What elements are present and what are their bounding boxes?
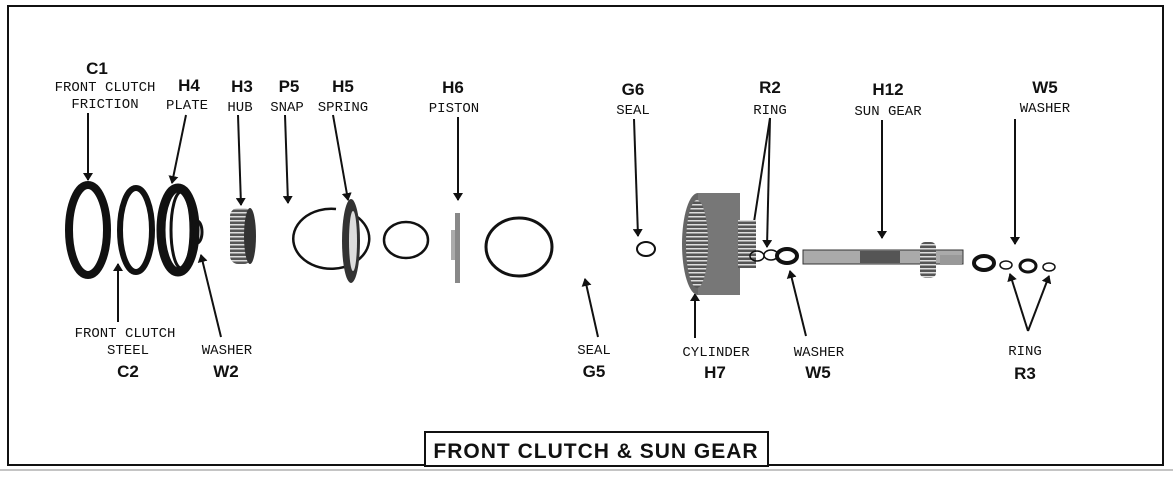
label-w5-bottom: WASHER W5 [794,345,845,382]
label-c2: FRONT CLUTCH STEEL C2 [75,326,176,381]
leader-arrows [83,113,1052,338]
part-code: H12 [872,80,903,99]
part-code: R3 [1014,364,1036,383]
leader-arrow [1007,273,1029,332]
label-c1: C1 FRONT CLUTCH FRICTION [55,59,156,113]
label-h7: CYLINDER H7 [682,345,750,382]
part-code: R2 [759,78,781,97]
part-name: SEAL [577,343,611,359]
leader-arrow [786,270,807,337]
part-name: PLATE [166,98,208,114]
part-steel-disc [117,185,155,275]
leader-arrow [332,114,352,201]
part-seal-g5 [484,216,554,278]
part-spring [342,199,360,283]
part-name: FRICTION [71,97,138,113]
leader-arrow [762,117,773,248]
title-box: FRONT CLUTCH & SUN GEAR [424,431,769,467]
leader-arrow [197,254,222,338]
part-name: SNAP [270,100,304,116]
label-g5: SEAL G5 [577,343,611,381]
part-code: G5 [583,362,606,381]
leader-arrow [168,114,187,184]
part-oring [382,220,430,260]
leader-arrow [632,118,643,237]
part-name: HUB [227,100,252,116]
part-seal-g6 [636,241,656,257]
part-name: FRONT CLUTCH [55,80,156,96]
leader-arrow [1027,275,1052,332]
leader-arrow [581,278,599,338]
part-code: H6 [442,78,464,97]
leader-arrow [235,114,246,206]
part-code: C2 [117,362,139,381]
part-name: RING [753,103,787,119]
part-name: PISTON [429,101,479,117]
part-name: SEAL [616,103,650,119]
part-name: RING [1008,344,1042,360]
part-name: FRONT CLUTCH [75,326,176,342]
part-code: H5 [332,77,354,96]
part-cylinder [682,193,756,295]
diagram-title: FRONT CLUTCH & SUN GEAR [433,440,758,463]
part-name: SUN GEAR [854,104,922,120]
part-name: CYLINDER [682,345,750,361]
part-code: W5 [805,363,831,382]
part-code: C1 [86,59,108,78]
part-name: SPRING [318,100,368,116]
part-code: P5 [279,77,300,96]
part-friction-disc [65,181,111,279]
part-snap-ring [292,207,371,270]
frame-border [7,5,1164,466]
part-name: WASHER [794,345,845,361]
part-ring-r3 [999,258,1056,274]
part-plate [156,183,200,277]
part-code: G6 [622,80,645,99]
part-hub [230,208,256,264]
part-name: WASHER [202,343,253,359]
part-sun-gear-shaft [802,242,964,278]
part-washer-w5-right [972,254,996,272]
part-code: W2 [213,362,239,381]
part-name: WASHER [1020,101,1071,117]
label-r3: RING R3 [1008,344,1042,383]
part-code: H3 [231,77,253,96]
part-washer-w2 [190,219,204,245]
part-code: W5 [1032,78,1058,97]
part-name: STEEL [107,343,149,359]
part-code: H7 [704,363,726,382]
part-piston [451,213,460,283]
leader-arrow [282,114,293,204]
part-code: H4 [178,76,200,95]
label-w2: WASHER W2 [202,343,253,381]
part-washer-w5-left [775,247,799,265]
